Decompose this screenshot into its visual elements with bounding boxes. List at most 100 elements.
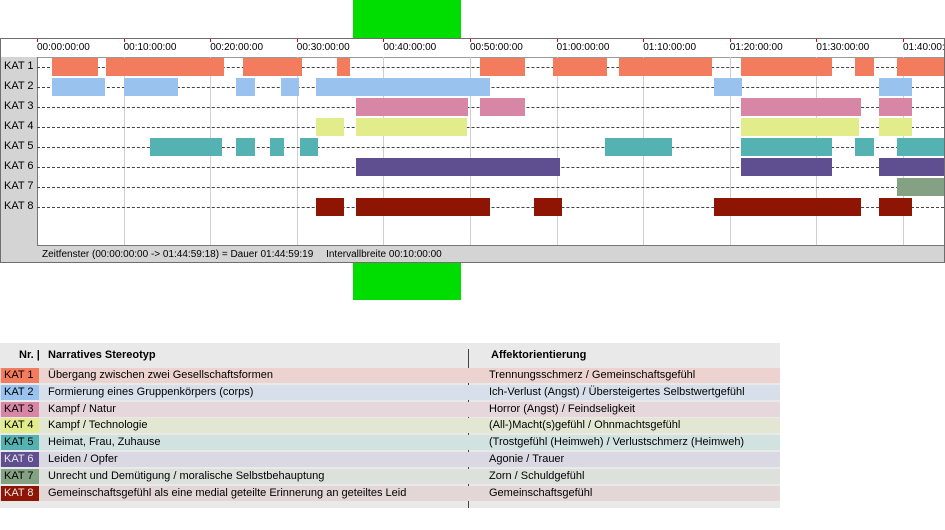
legend-header-stereotyp: Narratives Stereotyp — [48, 349, 156, 361]
ruler-tick-label: 01:30:00:00 — [816, 42, 870, 53]
legend-stereotyp: Unrecht und Demütigung / moralische Selb… — [48, 469, 325, 482]
timeline-grid[interactable] — [37, 57, 944, 245]
grid-line — [556, 57, 558, 245]
segment-bar[interactable] — [741, 98, 861, 116]
legend-category-badge: KAT 3 — [1, 401, 39, 417]
segment-bar[interactable] — [336, 58, 351, 76]
segment-bar[interactable] — [896, 58, 944, 76]
legend-row-band — [0, 485, 780, 501]
legend-stereotyp: Formierung eines Gruppenkörpers (corps) — [48, 385, 254, 398]
segment-bar[interactable] — [243, 58, 302, 76]
track-line — [37, 87, 944, 88]
ruler-tick — [556, 39, 558, 42]
segment-bar[interactable] — [300, 138, 318, 156]
ruler-tick-label: 00:30:00:00 — [296, 42, 350, 53]
ruler-tick-label: 00:10:00:00 — [123, 42, 177, 53]
segment-bar[interactable] — [355, 118, 467, 136]
playhead-marker-top — [353, 0, 461, 38]
segment-bar[interactable] — [315, 118, 345, 136]
segment-bar[interactable] — [714, 78, 742, 96]
segment-bar[interactable] — [480, 98, 526, 116]
ruler-tick-label: 01:10:00:00 — [643, 42, 697, 53]
segment-bar[interactable] — [618, 58, 712, 76]
track-line — [37, 147, 944, 148]
legend-affekt: Trennungsschmerz / Gemeinschaftsgefühl — [489, 369, 696, 381]
ruler-tick-label: 01:00:00:00 — [556, 42, 610, 53]
ruler-tick — [383, 39, 385, 42]
legend-affekt: Zorn / Schuldgefühl — [489, 469, 585, 482]
segment-bar[interactable] — [315, 78, 490, 96]
ruler-tick-label: 01:40:00: — [903, 42, 945, 53]
legend-header-affekt: Affektorientierung — [491, 349, 587, 361]
segment-bar[interactable] — [355, 98, 469, 116]
legend-stereotyp: Heimat, Frau, Zuhause — [48, 436, 161, 449]
segment-bar[interactable] — [480, 58, 526, 76]
segment-bar[interactable] — [878, 98, 912, 116]
segment-bar[interactable] — [878, 78, 912, 96]
track-label: KAT 1 — [4, 60, 34, 72]
grid-line — [470, 57, 471, 245]
segment-bar[interactable] — [741, 58, 832, 76]
ruler-tick-label: 00:40:00:00 — [383, 42, 437, 53]
segment-bar[interactable] — [553, 58, 607, 76]
segment-bar[interactable] — [741, 118, 859, 136]
segment-bar[interactable] — [855, 58, 874, 76]
segment-bar[interactable] — [269, 138, 284, 156]
segment-bar[interactable] — [878, 198, 912, 216]
segment-bar[interactable] — [714, 198, 861, 216]
grid-line — [729, 57, 731, 245]
legend-category-badge: KAT 5 — [1, 435, 39, 451]
legend-category-badge: KAT 4 — [1, 418, 39, 434]
segment-bar[interactable] — [236, 78, 256, 96]
track-line — [37, 187, 944, 188]
ruler-tick — [210, 39, 212, 42]
intervall-text: Intervallbreite 00:10:00:00 — [326, 249, 442, 260]
legend-header-nr: Nr. | — [19, 349, 40, 361]
segment-bar[interactable] — [150, 138, 223, 156]
ruler-tick — [729, 39, 731, 42]
legend-row-band — [0, 435, 780, 451]
legend-stereotyp: Kampf / Natur — [48, 402, 116, 415]
ruler-tick — [37, 39, 38, 42]
segment-bar[interactable] — [236, 138, 256, 156]
segment-bar[interactable] — [355, 158, 561, 176]
ruler-tick — [123, 39, 125, 42]
legend-row-band — [0, 368, 780, 383]
segment-bar[interactable] — [106, 58, 225, 76]
segment-bar[interactable] — [281, 78, 299, 96]
track-label: KAT 8 — [4, 200, 34, 212]
segment-bar[interactable] — [605, 138, 672, 156]
ruler-tick-label: 01:20:00:00 — [729, 42, 783, 53]
segment-bar[interactable] — [51, 58, 98, 76]
segment-bar[interactable] — [896, 178, 944, 196]
legend-category-badge: KAT 6 — [1, 452, 39, 467]
track-line — [37, 127, 944, 128]
legend-category-badge: KAT 8 — [1, 485, 39, 501]
track-label: KAT 5 — [4, 140, 34, 152]
segment-bar[interactable] — [534, 198, 562, 216]
segment-bar[interactable] — [878, 118, 912, 136]
segment-bar[interactable] — [896, 138, 944, 156]
playhead-marker-bottom — [353, 263, 461, 300]
legend-category-badge: KAT 2 — [1, 384, 39, 400]
segment-bar[interactable] — [741, 158, 832, 176]
segment-bar[interactable] — [741, 138, 832, 156]
legend-row-band — [0, 384, 780, 400]
segment-bar[interactable] — [124, 78, 179, 96]
segment-bar[interactable] — [355, 198, 490, 216]
track-line — [37, 207, 944, 208]
segment-bar[interactable] — [51, 78, 105, 96]
segment-bar[interactable] — [855, 138, 874, 156]
status-bar: Zeitfenster (00:00:00:00 -> 01:44:59:18)… — [37, 245, 944, 262]
segment-bar[interactable] — [878, 158, 944, 176]
track-label: KAT 7 — [4, 180, 34, 192]
ruler-tick-label: 00:20:00:00 — [210, 42, 264, 53]
ruler-tick — [903, 39, 904, 42]
track-label: KAT 3 — [4, 100, 34, 112]
legend-row-band — [0, 452, 780, 467]
segment-bar[interactable] — [315, 198, 345, 216]
track-label: KAT 4 — [4, 120, 34, 132]
